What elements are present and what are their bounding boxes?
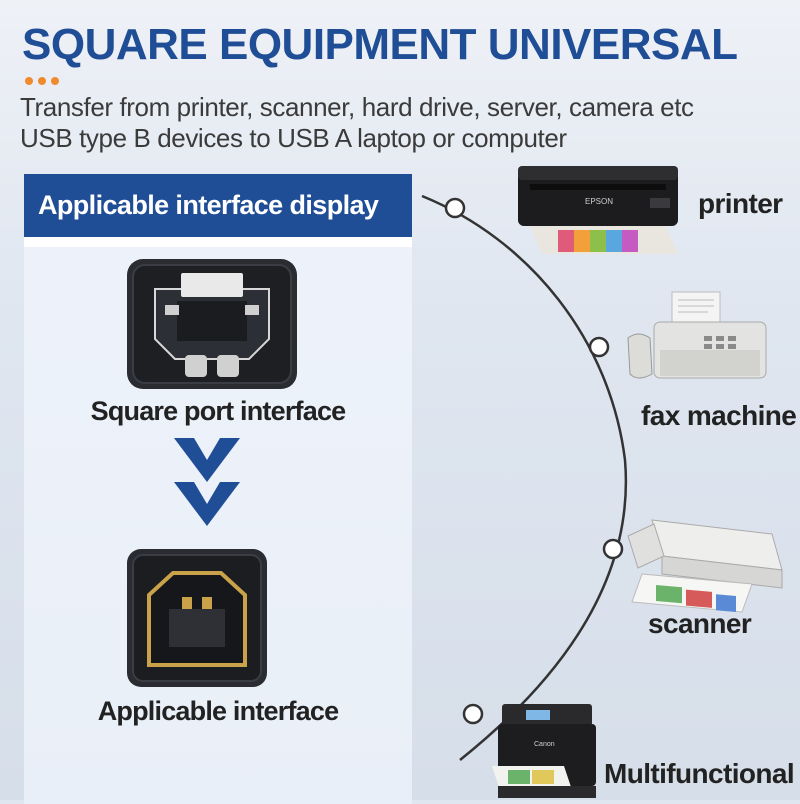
dot [25,77,33,85]
connector-node [588,336,610,358]
mfp-brand: Canon [534,741,555,748]
decorative-dots [25,77,59,85]
device-label-printer: printer [698,188,783,219]
dot [51,77,59,85]
dot [38,77,46,85]
inkjet-printer-icon: EPSON [518,166,678,254]
fax-machine-icon [627,291,767,379]
subtitle-line-1: Transfer from printer, scanner, hard dri… [20,92,694,122]
connector-node [602,538,624,560]
device-label-fax-machine: fax machine [641,400,797,431]
square-port-label: Square port interface [90,396,347,426]
multifunction-printer-icon: Canon [492,704,596,798]
square-port-icon [127,259,297,389]
wide-format-scanner-icon [627,519,783,613]
down-chevrons-icon [174,438,240,526]
page-subtitle: Transfer from printer, scanner, hard dri… [20,92,694,154]
interface-panel: Applicable interface display Square port… [24,174,412,804]
device-label-scanner: scanner [648,608,752,639]
applicable-interface-label: Applicable interface [97,696,339,726]
subtitle-line-2: USB type B devices to USB A laptop or co… [20,123,567,153]
usb-b-port-icon [127,549,267,687]
connector-node [444,197,466,219]
connector-node [462,703,484,725]
printer-brand: EPSON [585,197,613,206]
page-title: SQUARE EQUIPMENT UNIVERSAL [22,20,738,69]
panel-heading: Applicable interface display [24,174,412,247]
device-label-multifunctional: Multifunctional [604,758,795,789]
